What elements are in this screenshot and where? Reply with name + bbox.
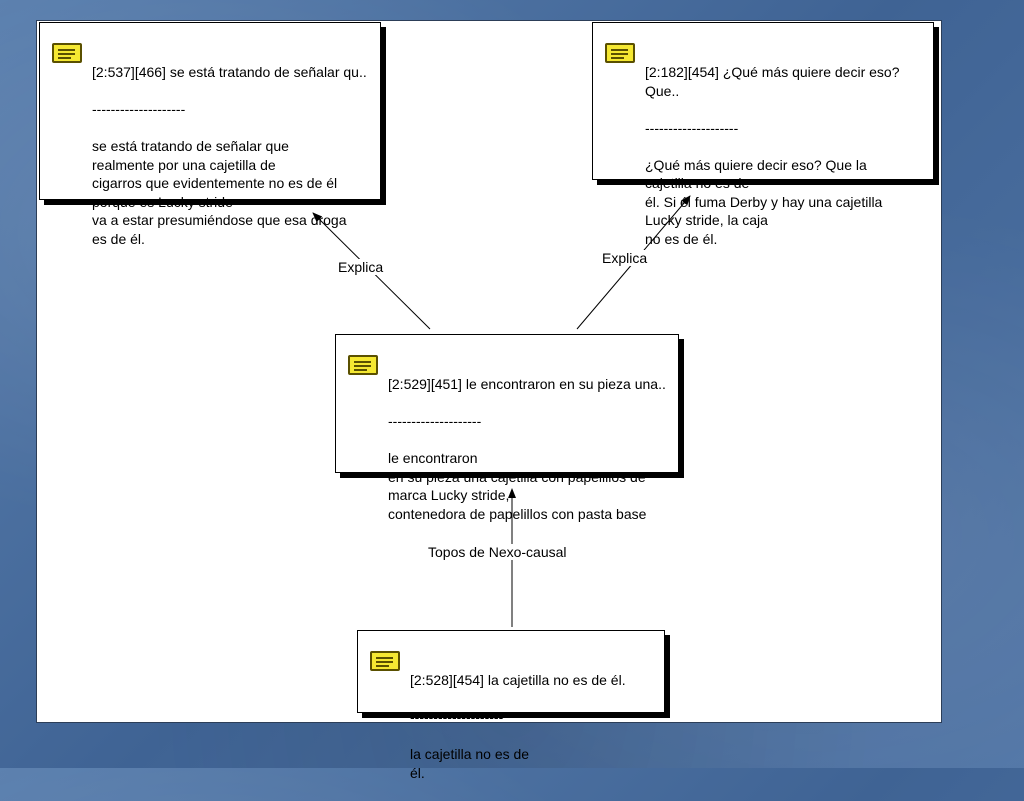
edge-label-left: Explica [336, 259, 386, 275]
node-body: se está tratando de señalar que realment… [92, 138, 347, 247]
note-icon [348, 355, 378, 375]
node-top-left[interactable]: [2:537][466] se está tratando de señalar… [39, 22, 381, 247]
node-separator: -------------------- [388, 413, 482, 429]
node-header: [2:182][454] ¿Qué más quiere decir eso? … [645, 64, 900, 99]
node-separator: -------------------- [92, 101, 186, 117]
node-bottom[interactable]: [2:528][454] la cajetilla no es de él. -… [357, 630, 665, 781]
note-icon [52, 43, 82, 63]
node-body: le encontraron en su pieza una cajetilla… [388, 450, 647, 522]
node-middle[interactable]: [2:529][451] le encontraron en su pieza … [335, 334, 679, 522]
node-separator: -------------------- [645, 119, 739, 136]
node-body: la cajetilla no es de él. [410, 746, 530, 781]
node-header: [2:529][451] le encontraron en su pieza … [388, 376, 666, 392]
node-top-right[interactable]: [2:182][454] ¿Qué más quiere decir eso? … [592, 22, 934, 247]
note-icon [605, 43, 635, 63]
note-icon [370, 651, 400, 671]
node-header: [2:528][454] la cajetilla no es de él. [410, 672, 626, 688]
edge-label-right: Explica [600, 250, 650, 266]
node-separator: -------------------- [410, 709, 504, 725]
edge-label-bottom: Topos de Nexo-causal [426, 544, 569, 560]
node-body: ¿Qué más quiere decir eso? Que la cajeti… [645, 156, 883, 247]
node-header: [2:537][466] se está tratando de señalar… [92, 64, 367, 80]
diagram-canvas: Explica Explica Topos de Nexo-causal [2:… [36, 20, 942, 781]
